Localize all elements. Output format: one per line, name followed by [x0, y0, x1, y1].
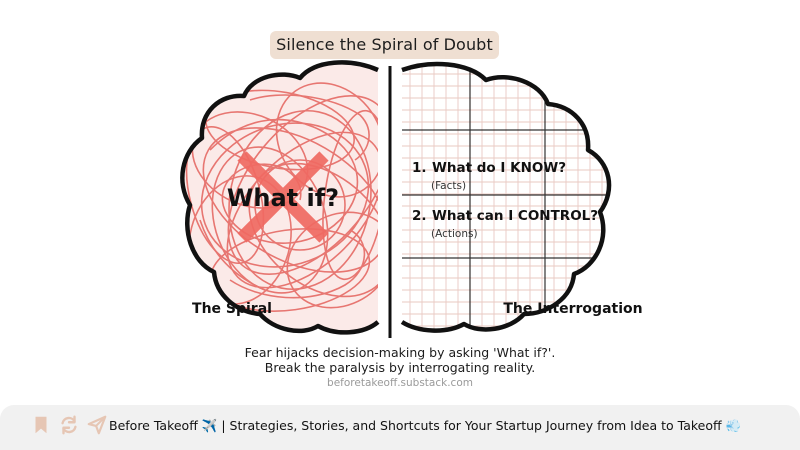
left-brain-outline [180, 60, 380, 335]
footer-tagline: Before Takeoff ✈️ | Strategies, Stories,… [109, 418, 742, 433]
footer-bar: Before Takeoff ✈️ | Strategies, Stories,… [0, 405, 800, 450]
left-brain-spiral: What if? The Spiral [180, 60, 380, 335]
question-2-text: What can I CONTROL? [432, 208, 598, 224]
question-1-text: What do I KNOW? [432, 160, 566, 176]
right-brain-grid: 1. What do I KNOW? (Facts) 2. What can I… [400, 61, 643, 333]
spiral-label: The Spiral [192, 301, 272, 317]
question-2-note: (Actions) [431, 228, 478, 240]
x-mark-icon [237, 151, 329, 243]
send-icon[interactable] [86, 414, 108, 436]
caption-line-2: Break the paralysis by interrogating rea… [264, 360, 536, 375]
bookmark-icon[interactable] [30, 414, 52, 436]
question-2-number: 2. [412, 208, 427, 224]
question-1-note: (Facts) [431, 180, 466, 192]
source-url: beforetakeoff.substack.com [327, 377, 473, 389]
grid-lines [402, 64, 610, 331]
question-1: 1. What do I KNOW? (Facts) [412, 160, 566, 192]
question-1-number: 1. [412, 160, 427, 176]
question-2: 2. What can I CONTROL? (Actions) [412, 208, 598, 240]
what-if-text: What if? [227, 184, 339, 212]
refresh-icon[interactable] [58, 414, 80, 436]
diagram-title: Silence the Spiral of Doubt [270, 31, 499, 59]
right-brain-outline [400, 61, 612, 333]
footer-icons [30, 414, 108, 436]
caption-line-1: Fear hijacks decision-making by asking '… [244, 345, 556, 360]
interrogation-label: The Interrogation [503, 301, 642, 317]
